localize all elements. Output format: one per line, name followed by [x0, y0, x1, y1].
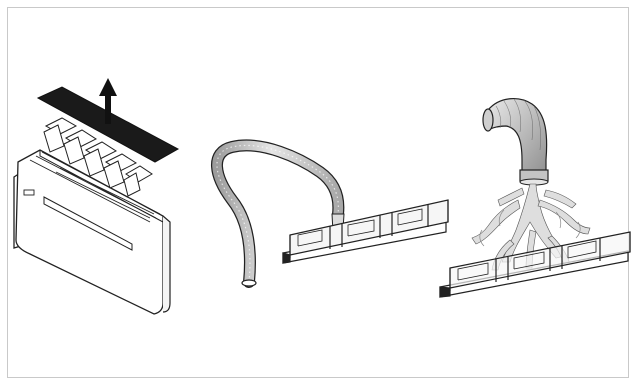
ac-unit-filter-removal-icon	[14, 78, 178, 314]
vacuum-hose	[217, 145, 338, 282]
vacuum-hose-filter-cleaning-icon	[217, 145, 448, 286]
water-pipe-elbow	[488, 99, 547, 178]
water-rinse-filter-icon	[440, 99, 630, 297]
filter-frame	[440, 232, 630, 297]
filter-frame	[283, 200, 448, 263]
